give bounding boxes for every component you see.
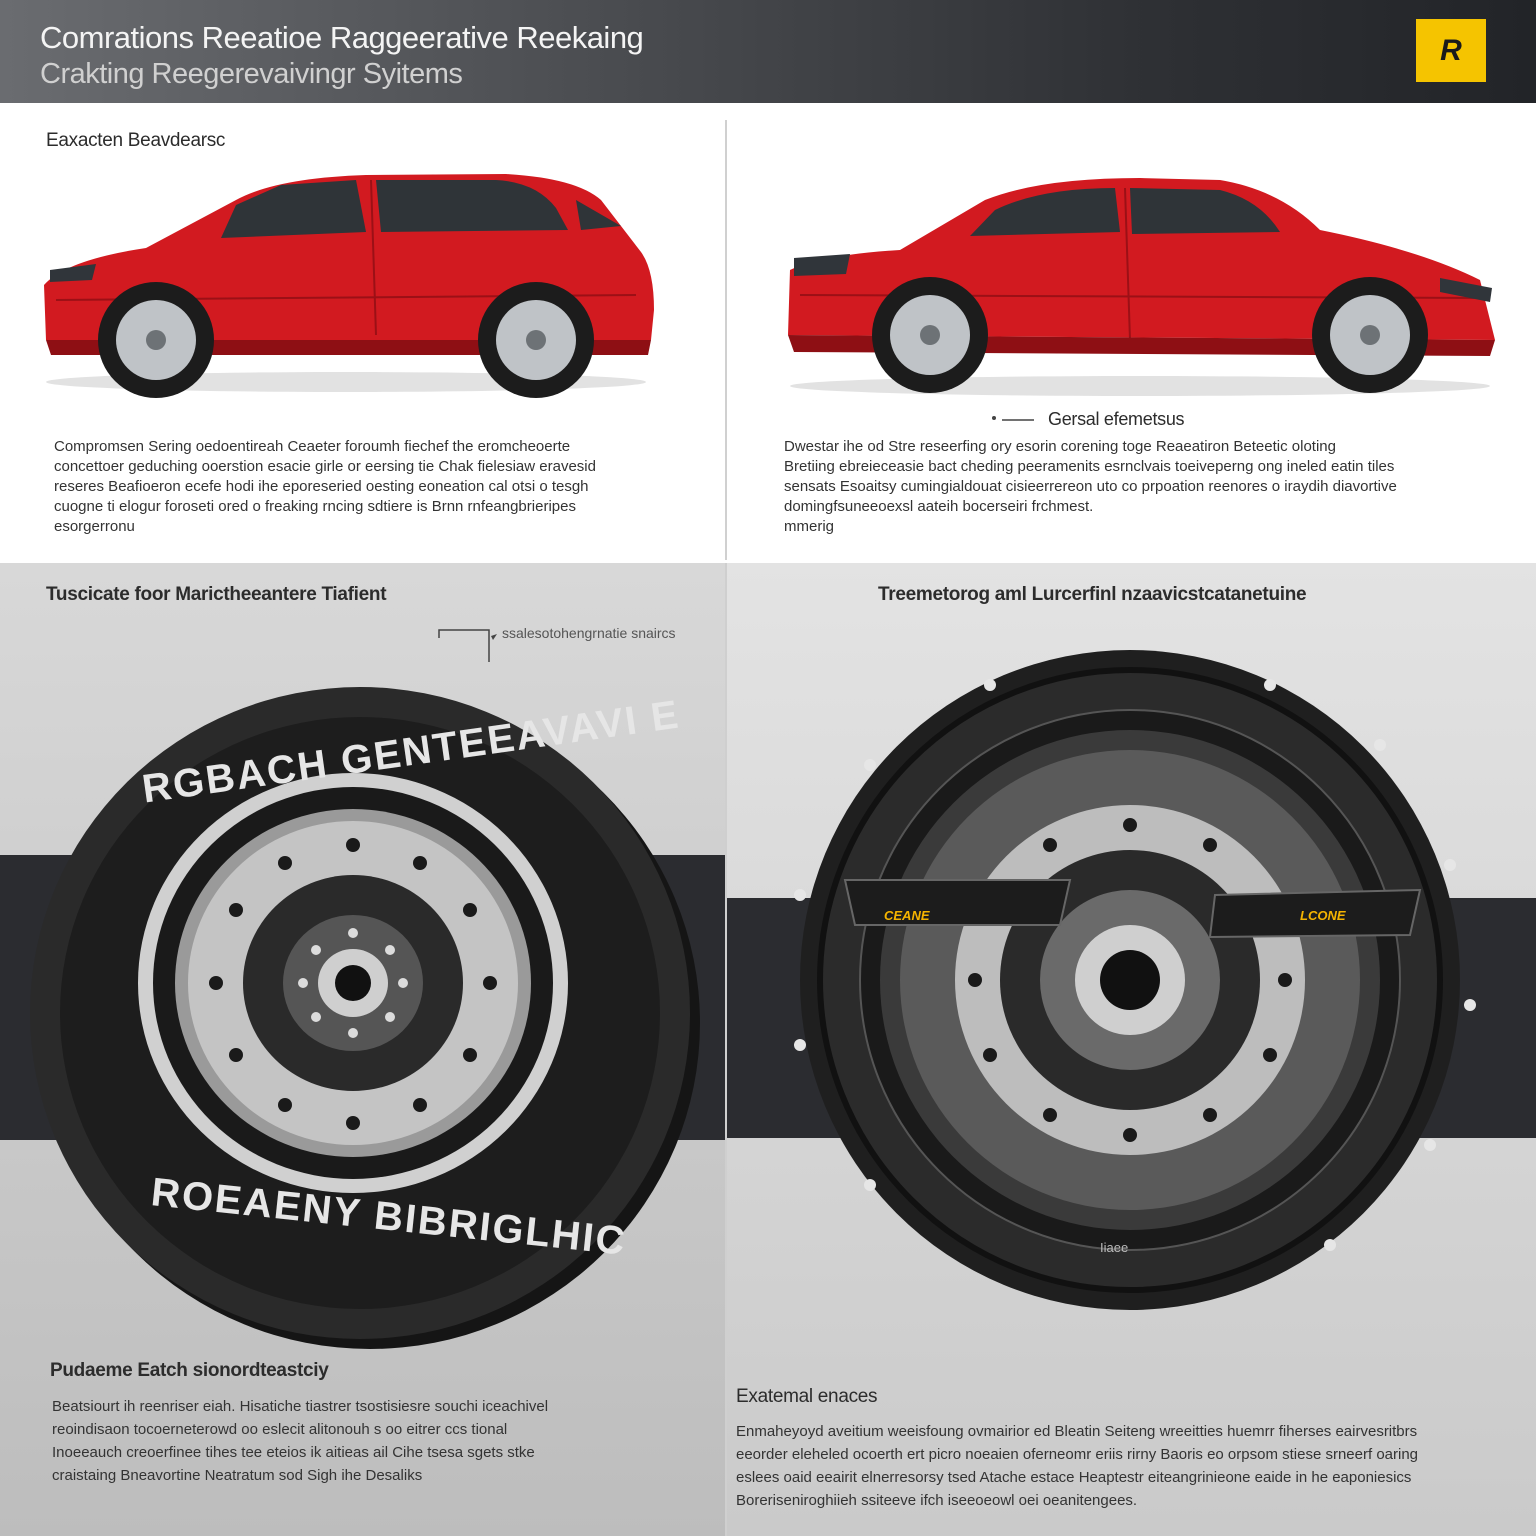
bottom-right-paragraph: Enmaheyoyd aveitium weeisfoung ovmairior… [736, 1420, 1496, 1512]
paragraph-line: Beatsiourt ih reenriser eiah. Hisatiche … [52, 1398, 549, 1415]
brake-center-text: Iiaee [1100, 1240, 1129, 1255]
paragraph-line: eslees oaid eeairit elnerresorsy tsed At… [736, 1469, 1412, 1486]
bottom-left-subtitle: Pudaeme Eatch sionordteastciy [50, 1360, 329, 1381]
paragraph-line: craistaing Bneavortine Neatratum sod Sig… [52, 1467, 423, 1484]
paragraph-line: Boreriseniroghiieh ssiteeve ifch iseeoeo… [736, 1492, 1138, 1509]
regenerative-brake-assembly-image [794, 650, 1476, 1310]
tire-image [30, 687, 700, 1349]
top-left-label: Eaxacten Beavdearsc [46, 130, 226, 151]
bottom-right-title: Treemetorog aml Lurcerfinl nzaavicstcata… [878, 584, 1307, 605]
paragraph-line: eeorder eleheled ocoerth ert picro noeai… [736, 1446, 1419, 1463]
paragraph-line: Inoeeauch creoerfinee tihes tee eteios i… [52, 1444, 535, 1461]
bottom-left-title: Tuscicate foor Marictheeantere Tiafient [46, 584, 387, 605]
hatchback-car-image [44, 174, 654, 398]
paragraph-line: sensats Esoaitsy cumingialdouat cisieerr… [784, 478, 1397, 495]
top-right-callout: Gersal efemetsus [1048, 409, 1185, 429]
paragraph-line: Enmaheyoyd aveitium weeisfoung ovmairior… [736, 1423, 1418, 1440]
brake-label-right: LCONE [1300, 908, 1346, 923]
logo-text: R [1440, 33, 1462, 67]
paragraph-line: esorgerronu [54, 518, 135, 535]
callout-line [992, 416, 1034, 421]
paragraph-line: domingfsuneeoexsl aateih bocerseiri frch… [784, 498, 1094, 515]
paragraph-line: reseres Beafioeron ecefe hodi ihe epores… [54, 478, 589, 495]
brake-label-left: CEANE [884, 908, 930, 923]
paragraph-line: cuogne ti elogur foroseti ored o freakin… [54, 498, 576, 515]
brand-logo[interactable]: R [1416, 19, 1486, 82]
paragraph-line: Dwestar ihe od Stre reseerfing ory esori… [784, 438, 1336, 455]
top-left-paragraph: Compromsen Sering oedoentireah Ceaeter f… [54, 437, 674, 537]
bottom-right-subtitle: Exatemal enaces [736, 1386, 878, 1407]
sedan-car-image [788, 178, 1495, 396]
paragraph-line: Bretiing ebreieceasie bact cheding peera… [784, 458, 1395, 475]
paragraph-line: reoindisaon tocoerneterowd oo eslecit al… [52, 1421, 508, 1438]
top-right-paragraph: Dwestar ihe od Stre reseerfing ory esori… [784, 437, 1484, 537]
paragraph-line: mmerig [784, 518, 835, 535]
paragraph-line: Compromsen Sering oedoentireah Ceaeter f… [54, 438, 571, 455]
paragraph-line: concettoer geduching ooerstion esacie gi… [54, 458, 596, 475]
page-title: Comrations Reeatioe Raggeerative Reekain… [40, 20, 644, 55]
top-divider [725, 120, 727, 560]
bottom-left-paragraph: Beatsiourt ih reenriser eiah. Hisatiche … [52, 1395, 692, 1487]
bottom-left-callout: ssalesotohengrnatie snaircs [502, 625, 676, 641]
callout-line [438, 629, 497, 662]
header-bar: Comrations Reeatioe Raggeerative Reekain… [0, 0, 1536, 103]
page-subtitle: Crakting Reegerevaivingr Syitems [40, 58, 463, 90]
